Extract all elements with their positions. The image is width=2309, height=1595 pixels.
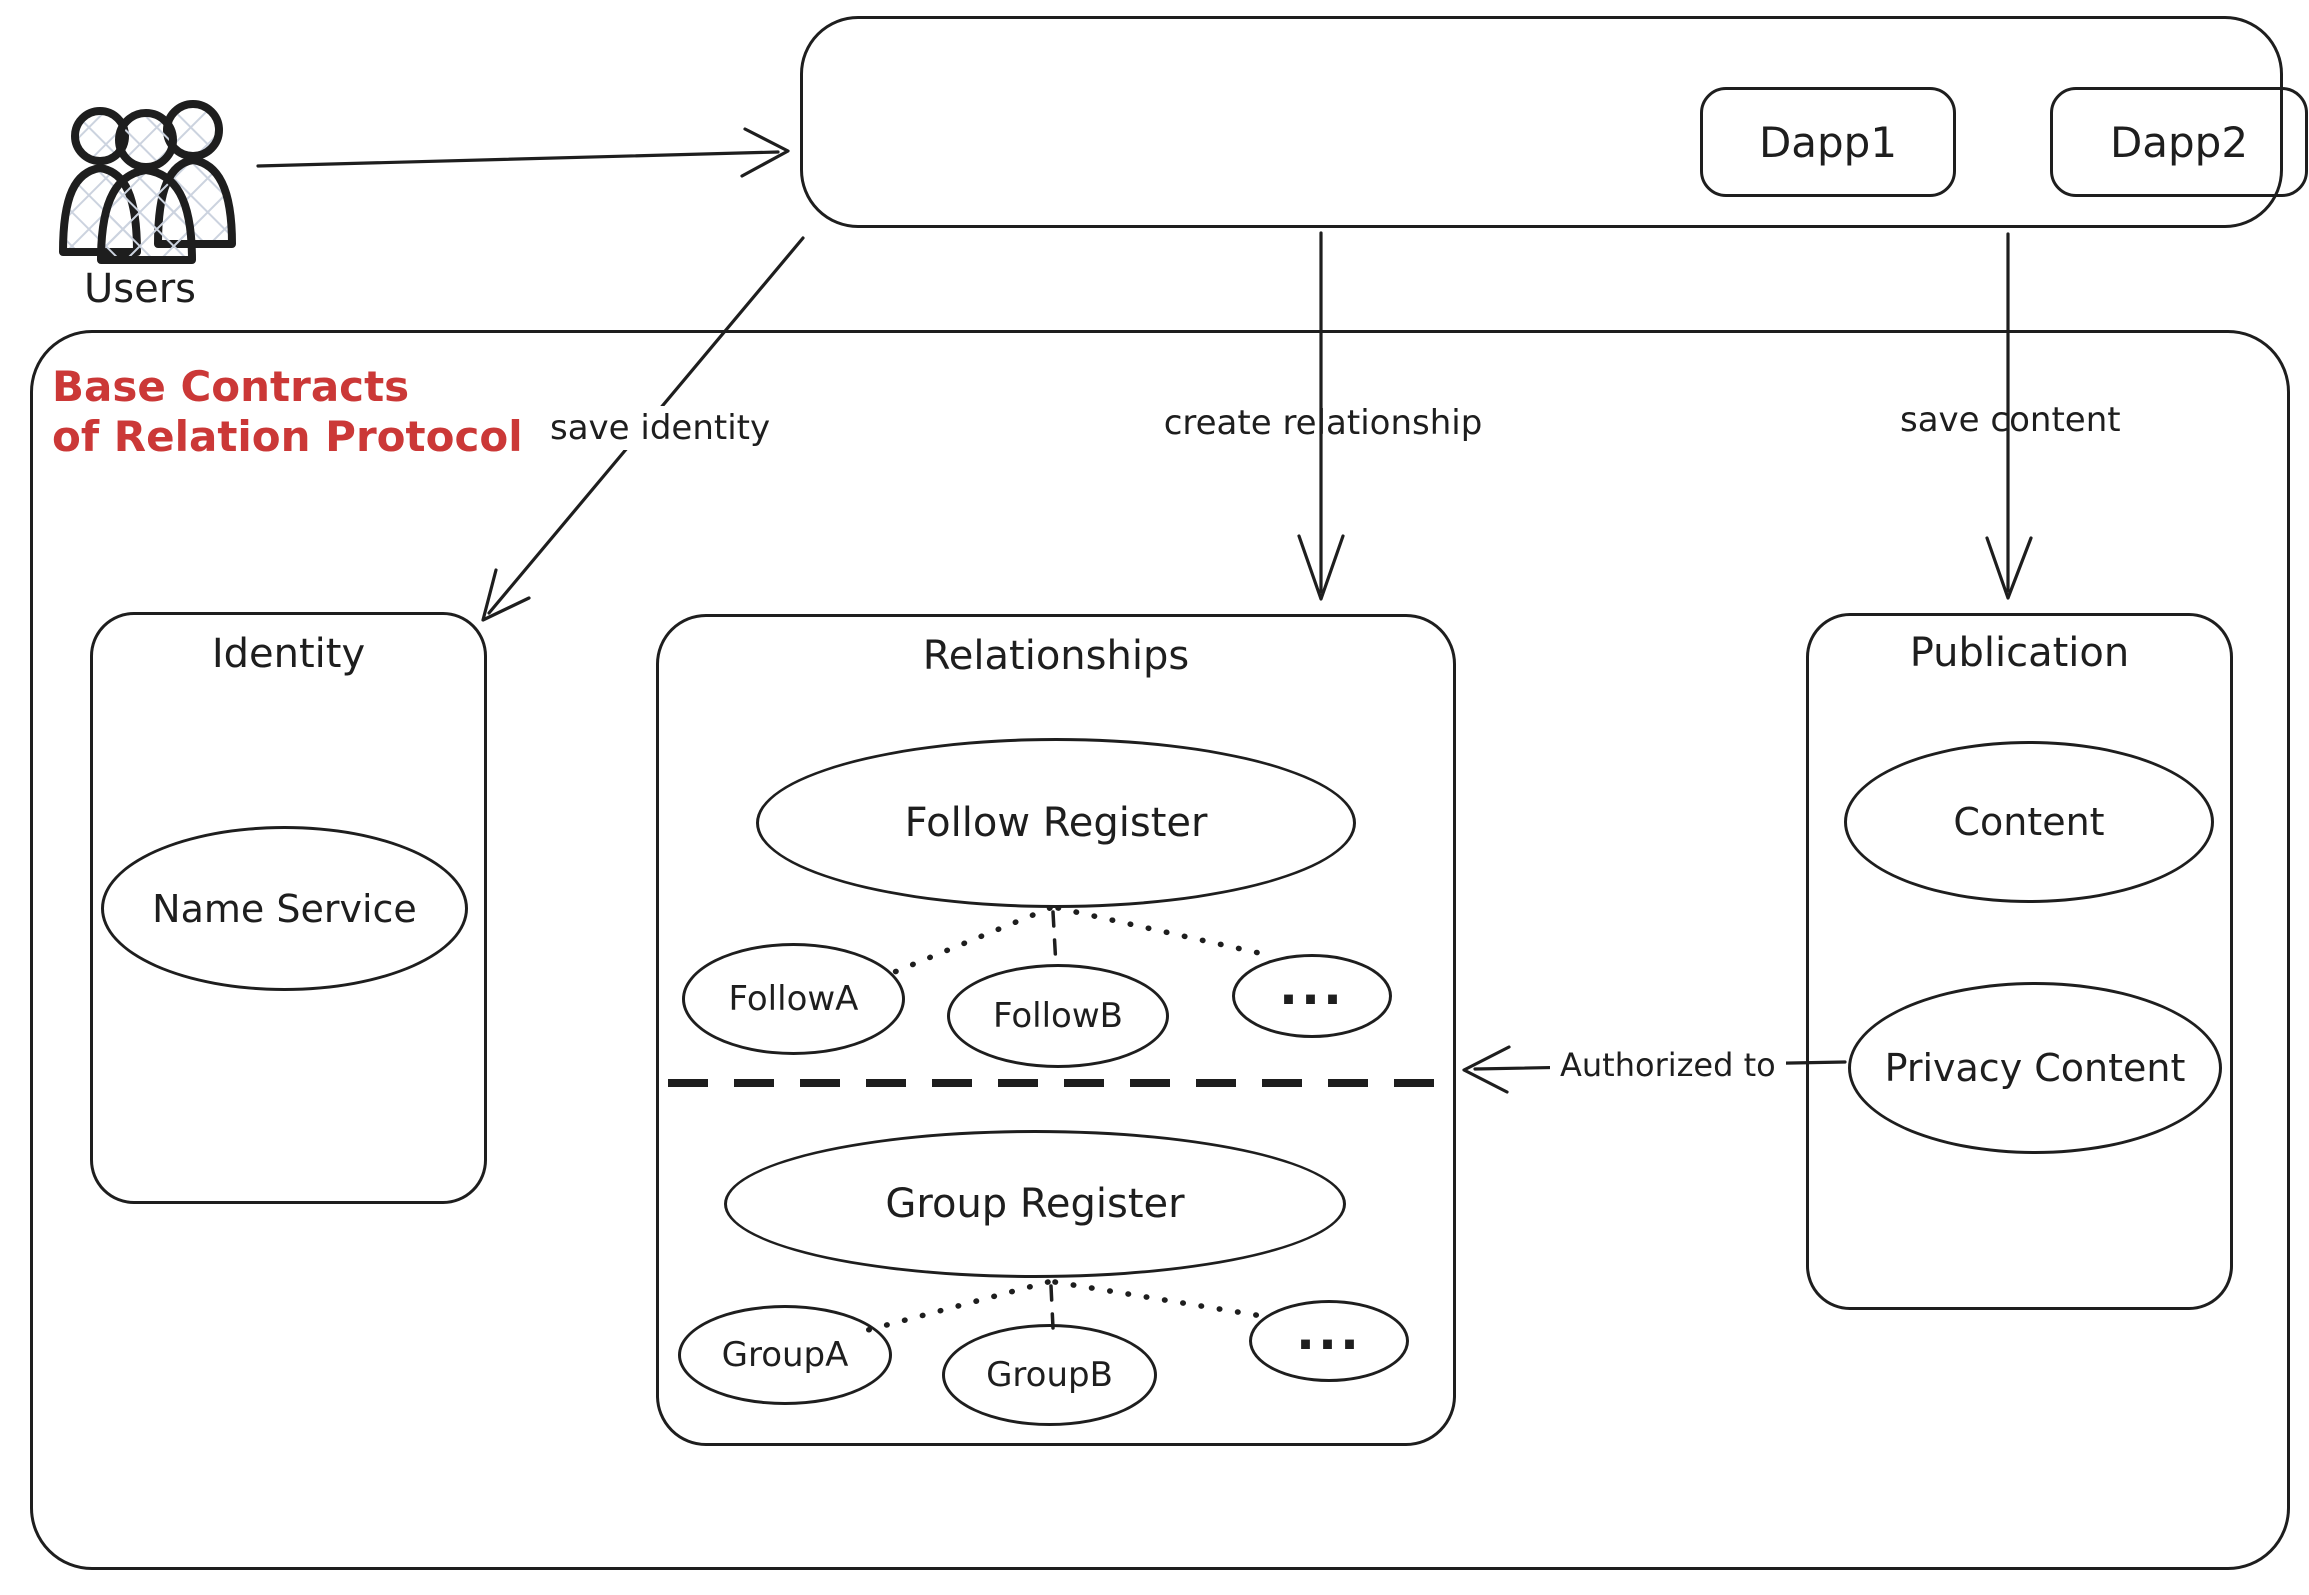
base-contracts-title-line1: Base Contracts [52,362,410,411]
save-identity-label: save identity [540,406,781,450]
dapp1-label: Dapp1 [1758,117,1898,167]
name-service-label: Name Service [152,886,417,931]
follow-b-ellipse: FollowB [947,964,1169,1068]
relationships-box: Relationships [656,614,1456,1446]
base-contracts-box [30,330,2290,1570]
follow-b-label: FollowB [993,996,1123,1036]
group-more-ellipse: ... [1249,1300,1409,1382]
identity-title: Identity [211,631,366,677]
dapp-bar: Dapp1 Dapp2 Dapp3 ... [800,16,2308,228]
follow-register-label: Follow Register [904,800,1208,846]
users-label: Users [83,266,196,312]
dapp2-label: Dapp2 [2109,117,2249,167]
group-a-ellipse: GroupA [678,1305,892,1405]
relationships-title: Relationships [922,633,1190,679]
group-register-label: Group Register [885,1181,1185,1227]
follow-register-ellipse: Follow Register [756,738,1356,908]
content-label: Content [1953,800,2105,844]
publication-box: Publication [1806,613,2233,1310]
group-b-ellipse: GroupB [942,1324,1157,1426]
dapp2-box: Dapp2 [2050,87,2308,197]
users-to-dapps-arrow [256,127,790,178]
publication-title: Publication [1909,630,2130,676]
base-contracts-title-line2: of Relation Protocol [52,412,523,461]
group-b-label: GroupB [986,1355,1113,1395]
group-register-ellipse: Group Register [724,1130,1346,1278]
create-relationship-label: create relationship [1163,403,1483,443]
save-content-label: save content [1900,400,2121,440]
identity-box: Identity [90,612,487,1204]
follow-a-ellipse: FollowA [682,943,905,1055]
follow-more-label: ... [1279,958,1345,1016]
name-service-ellipse: Name Service [101,826,468,991]
content-ellipse: Content [1844,741,2214,903]
follow-a-label: FollowA [728,979,859,1019]
authorized-to-label: Authorized to [1550,1044,1786,1086]
privacy-content-label: Privacy Content [1884,1046,2186,1090]
group-more-label: ... [1296,1303,1362,1361]
base-contracts-title: Base Contracts of Relation Protocol [52,362,523,462]
users-icon [59,100,236,264]
privacy-content-ellipse: Privacy Content [1848,982,2222,1154]
follow-more-ellipse: ... [1232,954,1392,1038]
group-a-label: GroupA [721,1335,849,1375]
dapp1-box: Dapp1 [1700,87,1956,197]
